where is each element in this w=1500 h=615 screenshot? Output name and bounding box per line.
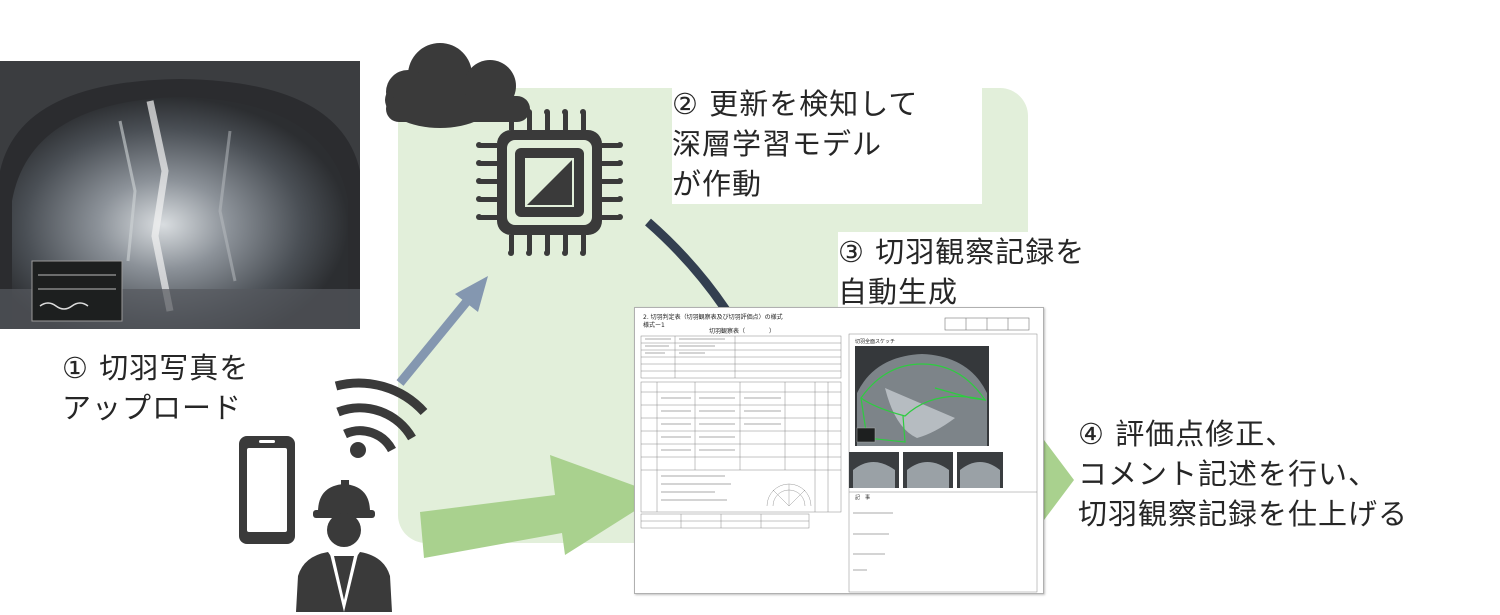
step2-label: ② 更新を検知して 深層学習モデル が作動 xyxy=(672,84,982,204)
record-remarks-label: 記 事 xyxy=(855,495,871,501)
upload-arrow xyxy=(396,276,488,386)
step3-label: ③ 切羽観察記録を 自動生成 xyxy=(838,232,1138,312)
record-sketch-label: 切羽全面スケッチ xyxy=(855,339,896,345)
tunnel-face-photo xyxy=(0,61,360,329)
cloud-icon xyxy=(385,43,530,128)
wifi-dot-icon xyxy=(350,442,366,458)
input-big-arrow xyxy=(420,455,660,558)
record-heading: 切羽観察表（ ） xyxy=(709,328,776,335)
wifi-icon xyxy=(334,378,428,453)
smartphone-icon xyxy=(239,436,295,544)
record-form-grid xyxy=(640,317,1038,593)
face-observation-record: 2. 切羽判定表（切羽観察表及び切羽評価点）の様式 様式ー1 切羽観察表（ ） … xyxy=(634,307,1044,594)
ai-chip-icon xyxy=(476,109,623,256)
worker-helmet-icon xyxy=(296,480,392,612)
step4-label: ④ 評価点修正、 コメント記述を行い、 切羽観察記録を仕上げる xyxy=(1078,417,1409,531)
record-form-number: 様式ー1 xyxy=(643,322,665,329)
step1-label: ① 切羽写真を アップロード xyxy=(62,351,250,425)
record-title: 2. 切羽判定表（切羽観察表及び切羽評価点）の様式 xyxy=(643,314,783,321)
